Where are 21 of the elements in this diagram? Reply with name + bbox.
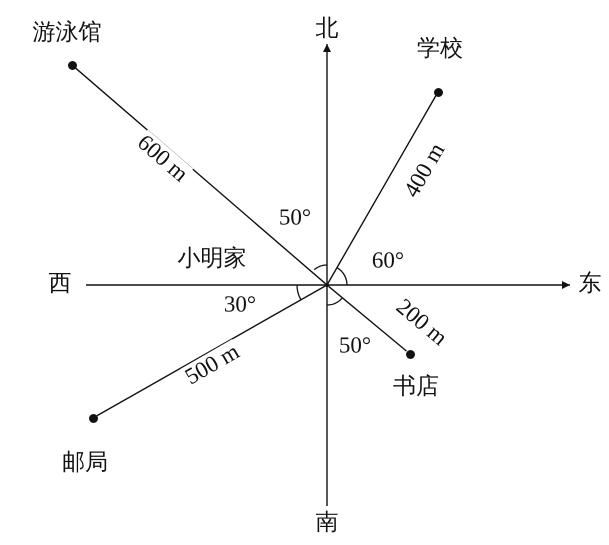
direction-label: 南: [316, 510, 338, 534]
angle-label: 30°: [224, 292, 256, 316]
place-label: 游泳馆: [32, 20, 102, 44]
place-label: 学校: [417, 36, 463, 60]
direction-label: 东: [578, 272, 602, 294]
place-label: 小明家: [178, 246, 246, 270]
location-dot: [68, 60, 76, 70]
location-dot: [325, 283, 329, 287]
location-dot: [406, 350, 414, 358]
connector-line: [327, 96, 436, 284]
place-label: 邮局: [62, 450, 108, 474]
angle-label: 50°: [278, 206, 312, 228]
angle-label: 50°: [338, 334, 372, 356]
connector-line: [328, 286, 407, 352]
connector-line: [96, 285, 326, 416]
direction-label: 北: [316, 16, 338, 40]
place-label: 书店: [393, 374, 439, 398]
angle-label: 60°: [372, 248, 404, 272]
direction-label: 西: [48, 272, 72, 294]
location-dot: [434, 88, 442, 96]
location-dot: [88, 414, 98, 422]
